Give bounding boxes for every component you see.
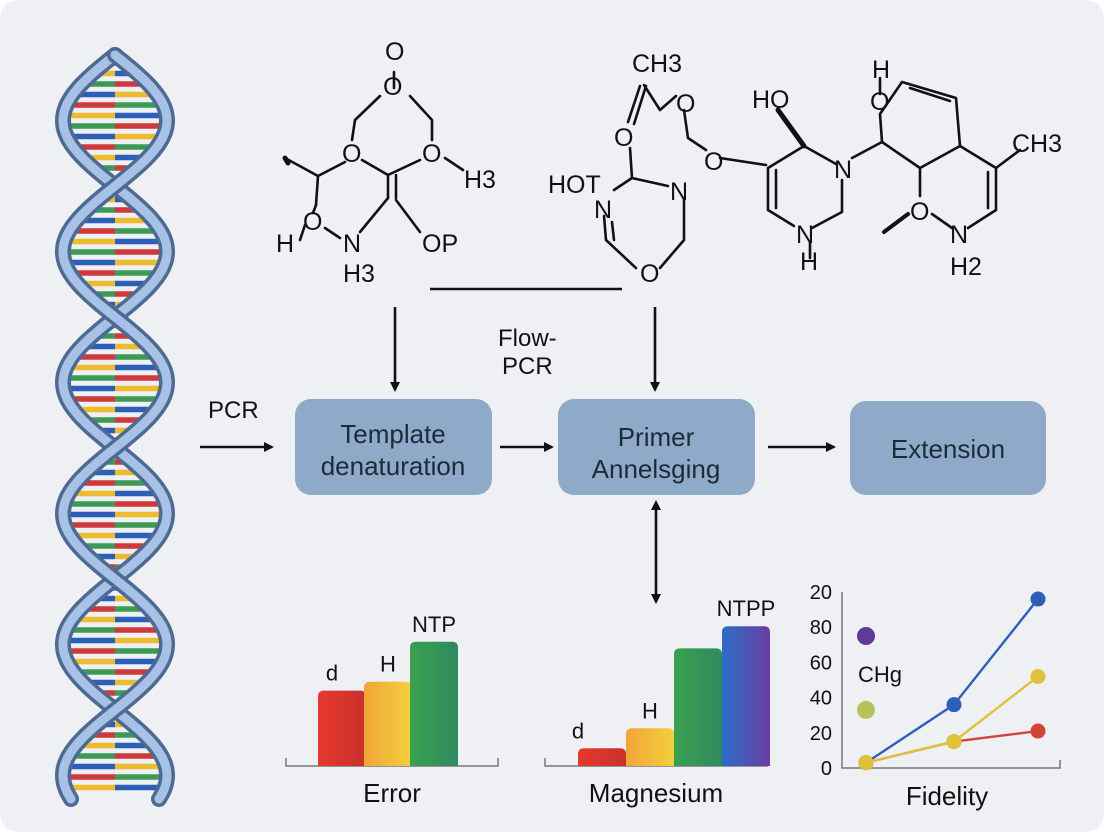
dna-double-helix xyxy=(54,47,176,807)
series-point xyxy=(946,697,962,713)
bar-label: d xyxy=(326,661,338,686)
mol2-n-right: N xyxy=(670,178,688,206)
step-3-line-1: Extension xyxy=(891,434,1005,464)
series-point xyxy=(1030,591,1046,607)
x-axis-label: Fidelity xyxy=(906,781,988,811)
series-point xyxy=(1030,668,1046,684)
bar-label: H xyxy=(380,652,396,677)
mol2-ch3: CH3 xyxy=(632,50,682,78)
x-axis-label: Magnesium xyxy=(589,778,723,808)
mol1-atom-h3-bottom: H3 xyxy=(343,260,375,288)
axes xyxy=(841,592,1061,769)
chemical-structure-3: HO N N H xyxy=(752,86,884,276)
step-1-line-2: denaturation xyxy=(321,451,466,481)
mol2-o-carbonyl: O xyxy=(614,124,633,152)
y-tick-label: 0 xyxy=(821,758,832,780)
chart-error: d H NTP Error xyxy=(285,612,499,808)
series-point xyxy=(946,734,962,750)
mol1-atom-n: N xyxy=(343,230,361,258)
bar-label: NTP xyxy=(412,612,456,637)
series-line xyxy=(865,675,1039,764)
y-tick-label: 40 xyxy=(810,688,832,710)
bar xyxy=(722,626,770,766)
bar xyxy=(364,681,412,766)
mol1-atom-op: OP xyxy=(422,230,458,258)
mol1-atom-h: H xyxy=(276,230,294,258)
y-tick-label: 20 xyxy=(810,582,832,604)
step-1-line-1: Template xyxy=(340,419,446,449)
mol4-h-top: H xyxy=(872,56,890,84)
mol1-atom-o-ring: O xyxy=(383,73,402,101)
mol3-ho: HO xyxy=(752,86,790,114)
bar xyxy=(318,690,366,766)
step-primer-annealing: Primer Annelsging xyxy=(558,399,755,495)
scatter-point xyxy=(857,627,875,645)
mol4-o-bottom: O xyxy=(910,198,929,226)
bar xyxy=(674,648,722,766)
flow-pcr-label-2: PCR xyxy=(502,353,553,380)
mol1-atom-o-top: O xyxy=(385,38,404,66)
mol4-ch3: CH3 xyxy=(1012,130,1062,158)
scatter-point xyxy=(857,700,875,719)
mol2-o-bottom: O xyxy=(640,260,659,288)
mol1-atom-o-left: O xyxy=(342,140,361,168)
chemical-structure-1: O O O O H3 H O N H3 OP xyxy=(276,38,496,288)
step-box-2 xyxy=(558,399,755,495)
step-extension: Extension xyxy=(850,401,1046,495)
mol2-o-link: O xyxy=(704,148,723,176)
mol1-atom-o-right: O xyxy=(422,140,441,168)
chart-magnesium: d H NTPP Magnesium xyxy=(544,596,776,808)
mol4-n: N xyxy=(950,221,968,249)
mol1-atom-o-bottom: O xyxy=(303,208,322,236)
bar-label: H xyxy=(642,698,658,723)
mol1-atom-h3-right: H3 xyxy=(464,166,496,194)
y-tick-label: 60 xyxy=(810,652,832,674)
step-box-1 xyxy=(295,399,492,495)
series-point xyxy=(1030,723,1046,739)
mol2-o-ester: O xyxy=(676,90,695,118)
pcr-label: PCR xyxy=(208,397,259,424)
step-box-3 xyxy=(850,401,1046,495)
series-point xyxy=(858,755,874,771)
step-template-denaturation: Template denaturation xyxy=(295,399,492,495)
bar-label: d xyxy=(572,718,584,743)
mol3-h: H xyxy=(800,248,818,276)
x-axis-label: Error xyxy=(363,778,421,808)
chemical-structure-2: CH3 O O O HOT N N O xyxy=(548,50,768,288)
flow-pcr-label-1: Flow- xyxy=(498,325,557,352)
chart-annotation: CHg xyxy=(858,662,902,687)
chemical-structure-4: H O O N H2 CH3 xyxy=(870,56,1062,281)
mol3-n-top: N xyxy=(834,156,852,184)
mol3-n-bottom: N xyxy=(796,221,814,249)
dna-strand-front xyxy=(58,50,172,804)
bar xyxy=(410,641,458,766)
mol2-n-left: N xyxy=(594,196,612,224)
bar xyxy=(626,728,674,766)
dna-strand-back xyxy=(58,50,172,804)
y-tick-label: 80 xyxy=(810,617,832,639)
bar-label: NTPP xyxy=(717,596,776,621)
mol4-h2: H2 xyxy=(950,253,982,281)
mol2-hot: HOT xyxy=(548,171,601,199)
bar xyxy=(578,748,626,766)
step-2-line-2: Annelsging xyxy=(592,454,721,484)
step-2-line-1: Primer xyxy=(618,422,695,452)
y-tick-label: 20 xyxy=(810,723,832,745)
mol4-o-top: O xyxy=(870,88,889,116)
